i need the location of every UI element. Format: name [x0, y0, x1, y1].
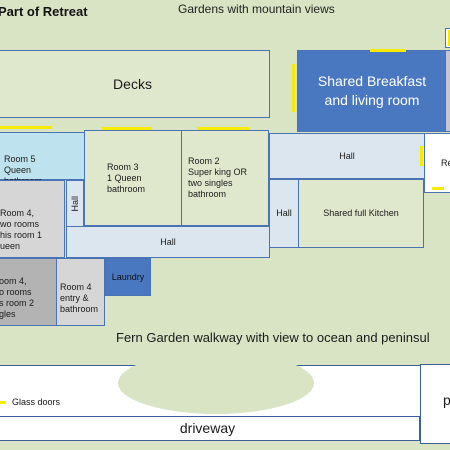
hall-small-left: Hall [66, 180, 84, 228]
driveway-label: driveway [179, 420, 236, 436]
shared-kitchen-label: Shared full Kitchen [323, 208, 399, 218]
hall-main-label: Hall [160, 236, 176, 247]
room-4-room-1: Room 4, wo rooms his room 1 ueen [0, 180, 65, 258]
hall-main: Hall [66, 226, 270, 258]
room-2-label: Room 2 Super king OR two singles bathroo… [188, 156, 248, 199]
driveway: driveway [0, 416, 420, 441]
glass-door [432, 187, 444, 190]
breakfast-side-strip [445, 50, 450, 132]
legend-label: Glass doors [12, 397, 61, 407]
hall-mid-label: Hall [276, 208, 292, 218]
right-bottom-label: p [443, 392, 450, 408]
walkway-label: Fern Garden walkway with view to ocean a… [116, 330, 430, 345]
glass-door [448, 30, 450, 46]
shared-breakfast-room: Shared Breakfast and living room [297, 50, 447, 132]
room-3-label: Room 3 1 Queen bathroom [107, 162, 146, 194]
shared-breakfast-label: Shared Breakfast and living room [317, 73, 427, 108]
laundry-room: Laundry [105, 258, 151, 296]
room-5: Room 5 Queen bathroom [0, 132, 85, 186]
room-3: Room 3 1 Queen bathroom [84, 130, 182, 226]
hall-mid: Hall [269, 179, 299, 248]
decks-area: Decks [0, 50, 270, 118]
legend-swatch [0, 401, 6, 404]
room-4-entry: Room 4 entry & bathroom [56, 258, 105, 326]
shared-kitchen: Shared full Kitchen [298, 179, 424, 248]
glass-door [0, 126, 52, 129]
top-right-box [445, 28, 450, 48]
glass-door [102, 127, 152, 130]
oval-garden [118, 352, 314, 414]
glass-door [370, 49, 406, 52]
laundry-label: Laundry [111, 271, 145, 282]
glass-door [420, 146, 423, 166]
reception-label: Re [441, 158, 450, 168]
glass-door [197, 127, 249, 130]
right-bottom-box: p [420, 364, 450, 444]
room-4-room-2: oom 4, o rooms s room 2 gles [0, 258, 57, 326]
reception-box: Re [424, 133, 450, 193]
room-2: Room 2 Super king OR two singles bathroo… [181, 130, 269, 226]
page-title: Part of Retreat [0, 4, 88, 19]
room-4-room-1-label: Room 4, wo rooms his room 1 ueen [0, 208, 43, 251]
room-4-entry-label: Room 4 entry & bathroom [60, 282, 99, 314]
hall-small-left-label: Hall [69, 196, 80, 212]
gardens-label: Gardens with mountain views [178, 2, 335, 16]
glass-door [292, 64, 295, 112]
room-4-room-2-label: oom 4, o rooms s room 2 gles [0, 276, 35, 319]
hall-right-label: Hall [339, 150, 355, 161]
hall-right: Hall [269, 133, 425, 179]
decks-label: Decks [113, 75, 152, 92]
